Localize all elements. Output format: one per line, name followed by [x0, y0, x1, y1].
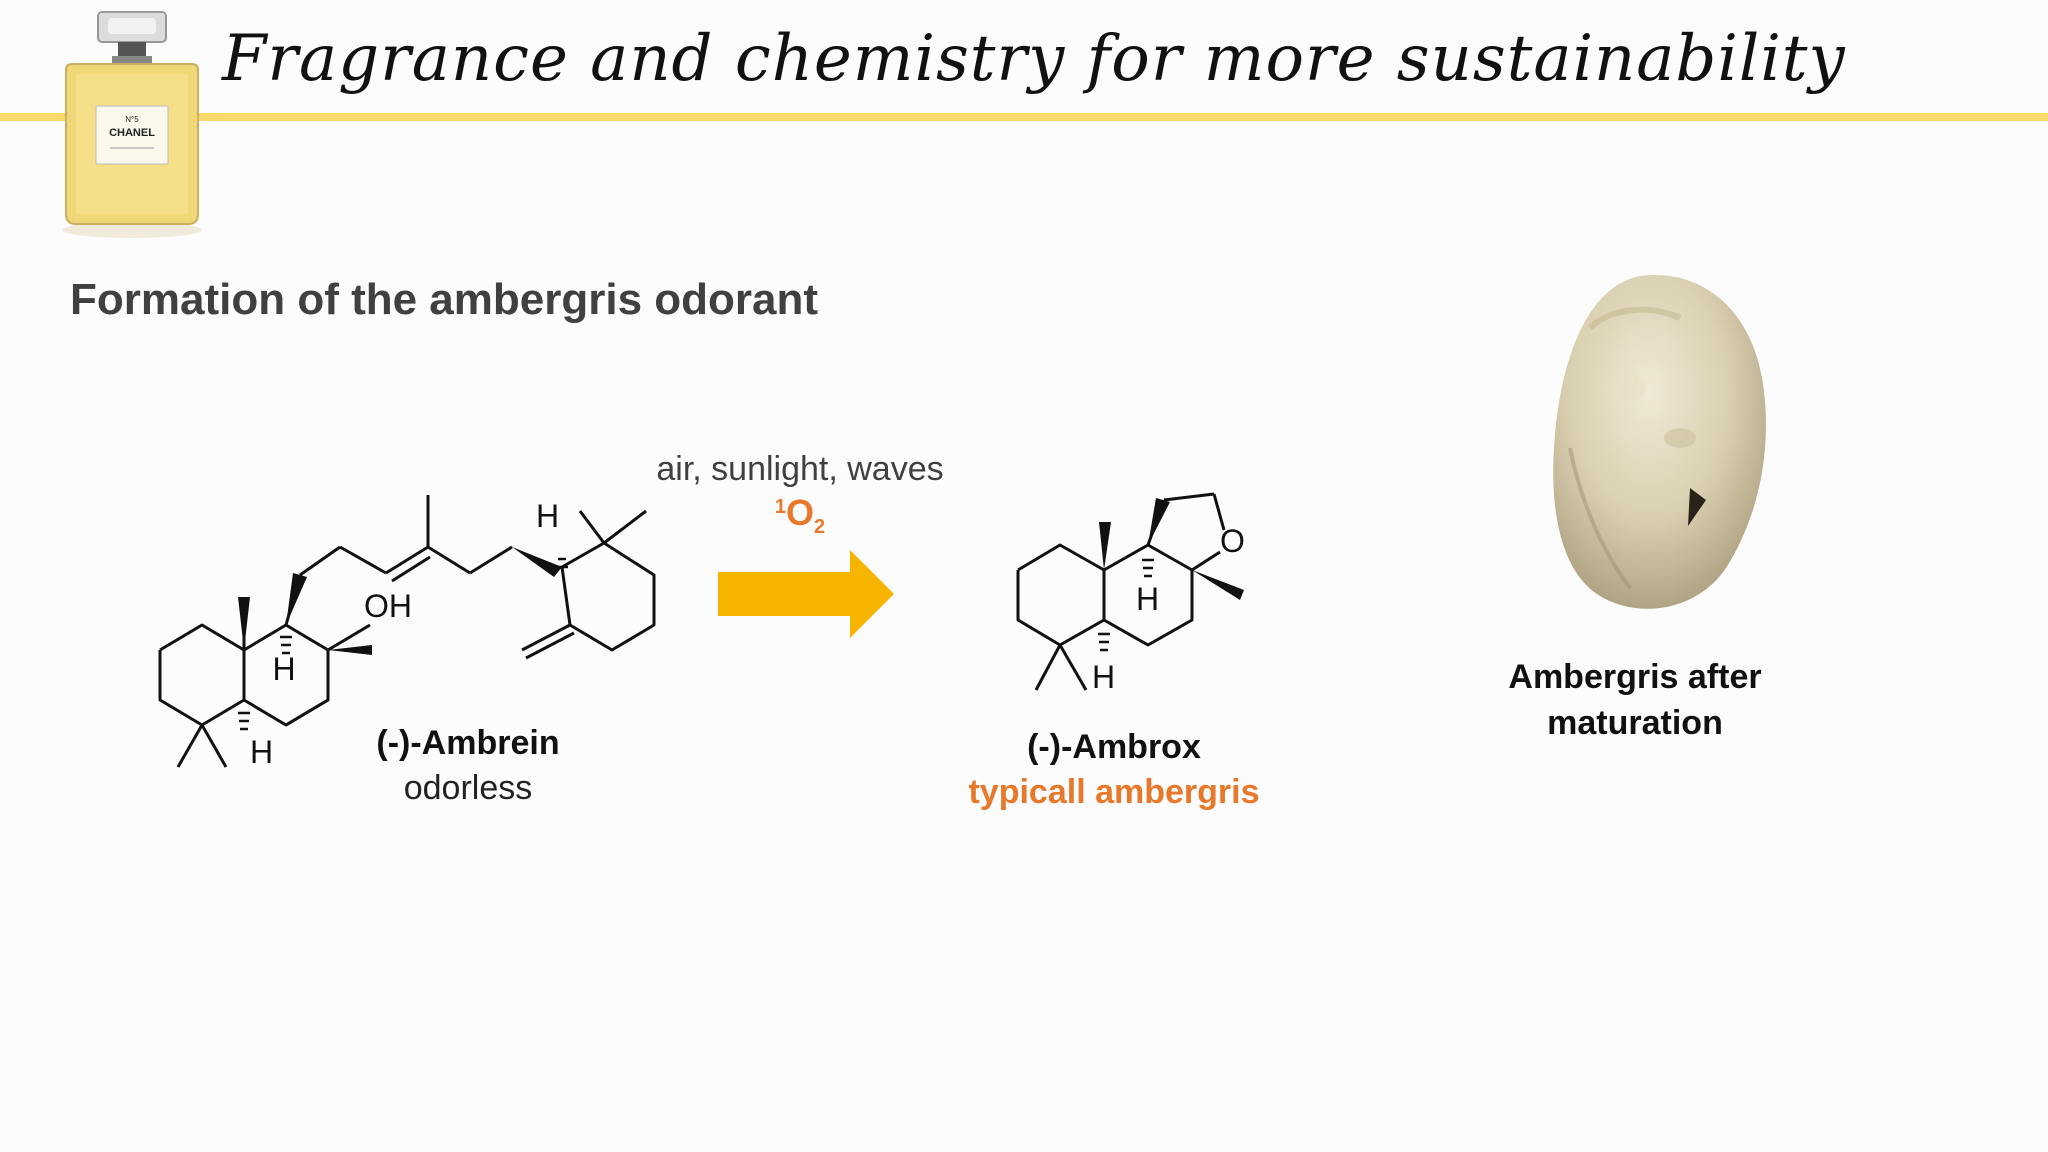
ambrein-oh-label: OH	[364, 588, 412, 624]
ambergris-stone-image	[1553, 274, 1766, 609]
oxygen-subscript: 2	[814, 516, 826, 539]
singlet-oxygen-label: 1O2	[740, 492, 860, 539]
reaction-conditions: air, sunlight, waves	[656, 450, 944, 488]
ambrein-label: (-)-Ambrein odorless	[348, 724, 588, 808]
ambrein-description: odorless	[403, 769, 533, 807]
header-divider	[0, 113, 2048, 121]
ambrein-structure: OH H H H	[158, 495, 656, 770]
ambrein-h-label: H	[250, 734, 273, 770]
ambergris-caption-line: Ambergris after	[1508, 658, 1762, 696]
ambrox-h-label: H	[1136, 581, 1159, 617]
oxygen-superscript: 1	[774, 496, 786, 518]
page-title: Fragrance and chemistry for more sustain…	[222, 22, 1846, 96]
ambrox-structure: O H H	[1016, 492, 1245, 695]
ambrein-name: (-)-Ambrein	[376, 724, 560, 762]
svg-text:N°5: N°5	[125, 115, 139, 124]
logo-wordmark: CHANEL	[109, 127, 155, 139]
ambrox-label: (-)-Ambrox typicall ambergris	[944, 728, 1284, 812]
ambrein-h-label: H	[536, 498, 559, 534]
slide-subtitle: Formation of the ambergris odorant	[70, 275, 819, 324]
ambrox-oxygen-label: O	[1220, 523, 1245, 559]
ambrein-h-label: H	[272, 651, 295, 687]
ambrox-description: typicall ambergris	[968, 773, 1260, 811]
perfume-bottle-logo: N°5 CHANEL	[62, 11, 202, 238]
ambrox-name: (-)-Ambrox	[1027, 728, 1201, 766]
reaction-arrow	[718, 550, 894, 638]
ambergris-caption: Ambergris after maturation	[1460, 654, 1810, 746]
oxygen-symbol: O	[785, 492, 814, 533]
ambrox-h-label: H	[1092, 659, 1115, 695]
ambergris-caption-line: maturation	[1547, 704, 1723, 742]
